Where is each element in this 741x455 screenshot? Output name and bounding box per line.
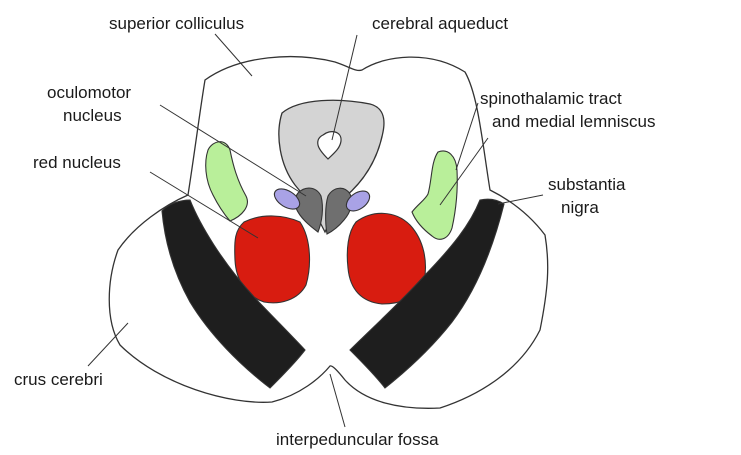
label-spinothalamic-line1: spinothalamic tract — [480, 89, 622, 108]
label-crus-cerebri: crus cerebri — [14, 370, 103, 389]
label-cerebral-aqueduct: cerebral aqueduct — [372, 14, 508, 33]
label-interpeduncular-fossa: interpeduncular fossa — [276, 430, 439, 449]
leader-interpeduncular-fossa — [330, 374, 345, 427]
label-substantia-nigra-line1: substantia — [548, 175, 626, 194]
label-red-nucleus: red nucleus — [33, 153, 121, 172]
label-oculomotor-nucleus-line1: oculomotor — [47, 83, 131, 102]
label-oculomotor-nucleus-line2: nucleus — [63, 106, 122, 125]
label-spinothalamic-line2: and medial lemniscus — [492, 112, 655, 131]
label-superior-colliculus: superior colliculus — [109, 14, 244, 33]
label-substantia-nigra-line2: nigra — [561, 198, 599, 217]
